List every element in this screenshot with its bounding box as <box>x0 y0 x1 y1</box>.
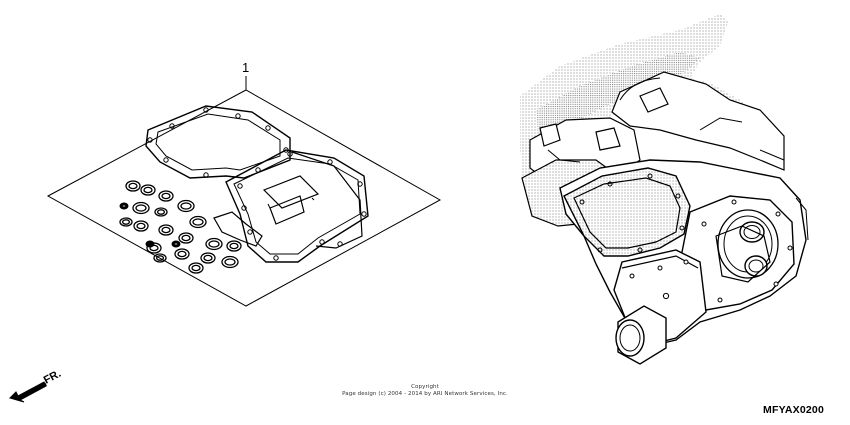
oil-filter <box>615 305 667 365</box>
gasket-kit[interactable] <box>46 89 442 307</box>
arrow-left-down-icon <box>9 381 47 403</box>
copyright-text: Page design (c) 2004 - 2014 by ARI Netwo… <box>342 391 508 397</box>
oil-pan-gasket <box>225 149 369 263</box>
seal-bracket <box>213 211 263 247</box>
callout-1[interactable]: 1 <box>242 60 249 90</box>
copyright-title: Copyright <box>411 384 439 390</box>
clutch-cover <box>679 195 795 311</box>
side-cover <box>563 167 691 257</box>
callout-number: 1 <box>242 60 249 75</box>
engine-assembly <box>520 14 809 365</box>
diagram-code: MFYAX0200 <box>763 404 824 416</box>
front-marker: FR. <box>9 368 63 403</box>
kit-backing-sheet <box>46 89 442 307</box>
front-marker-label: FR. <box>42 368 63 387</box>
copyright-notice: Copyright Page design (c) 2004 - 2014 by… <box>300 384 550 398</box>
o-ring-set <box>119 180 242 274</box>
cover-gasket-upper <box>145 105 291 179</box>
